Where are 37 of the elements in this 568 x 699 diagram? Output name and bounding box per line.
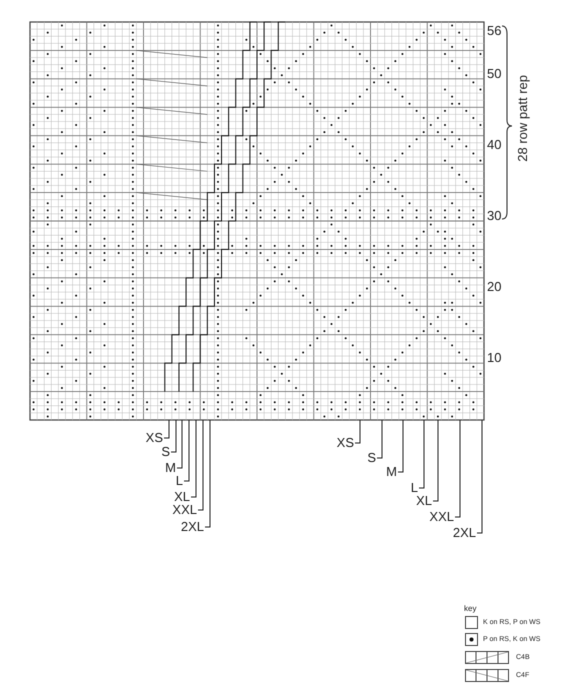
size-label: 2XL — [452, 526, 476, 539]
row-number: 10 — [487, 351, 502, 364]
size-label: XL — [416, 494, 432, 507]
size-label: S — [367, 451, 376, 464]
row-number: 40 — [487, 138, 502, 151]
size-label: XXL — [429, 510, 454, 523]
size-label: XL — [174, 490, 190, 503]
leader-line — [418, 420, 424, 488]
size-label: 2XL — [180, 520, 204, 533]
leader-line — [398, 420, 404, 472]
row-number: 30 — [487, 209, 502, 222]
size-label: S — [161, 445, 170, 458]
size-label: XS — [336, 436, 354, 449]
leader-line — [376, 420, 382, 458]
key-heading: key — [464, 605, 476, 613]
leader-line — [354, 420, 360, 444]
row-number: 56 — [487, 24, 502, 37]
leader-line — [184, 420, 190, 482]
row-number: 50 — [487, 67, 502, 80]
leader-line — [176, 420, 182, 468]
size-label: M — [165, 461, 176, 474]
leader-line — [190, 420, 196, 498]
knitting-chart-drawing — [29, 21, 485, 421]
size-label: L — [410, 481, 418, 494]
leader-line — [476, 420, 482, 534]
size-label: L — [176, 474, 183, 487]
leader-line — [198, 420, 204, 510]
leader-line — [204, 420, 210, 528]
size-label: XS — [146, 431, 163, 444]
row-number: 20 — [487, 280, 502, 293]
leader-line — [432, 420, 438, 502]
leader-line — [454, 420, 460, 518]
leader-line — [164, 420, 170, 438]
brace-label: 28 row patt rep — [516, 75, 529, 162]
size-label: XXL — [172, 503, 197, 516]
leader-line — [170, 420, 176, 452]
size-label: M — [386, 465, 397, 478]
